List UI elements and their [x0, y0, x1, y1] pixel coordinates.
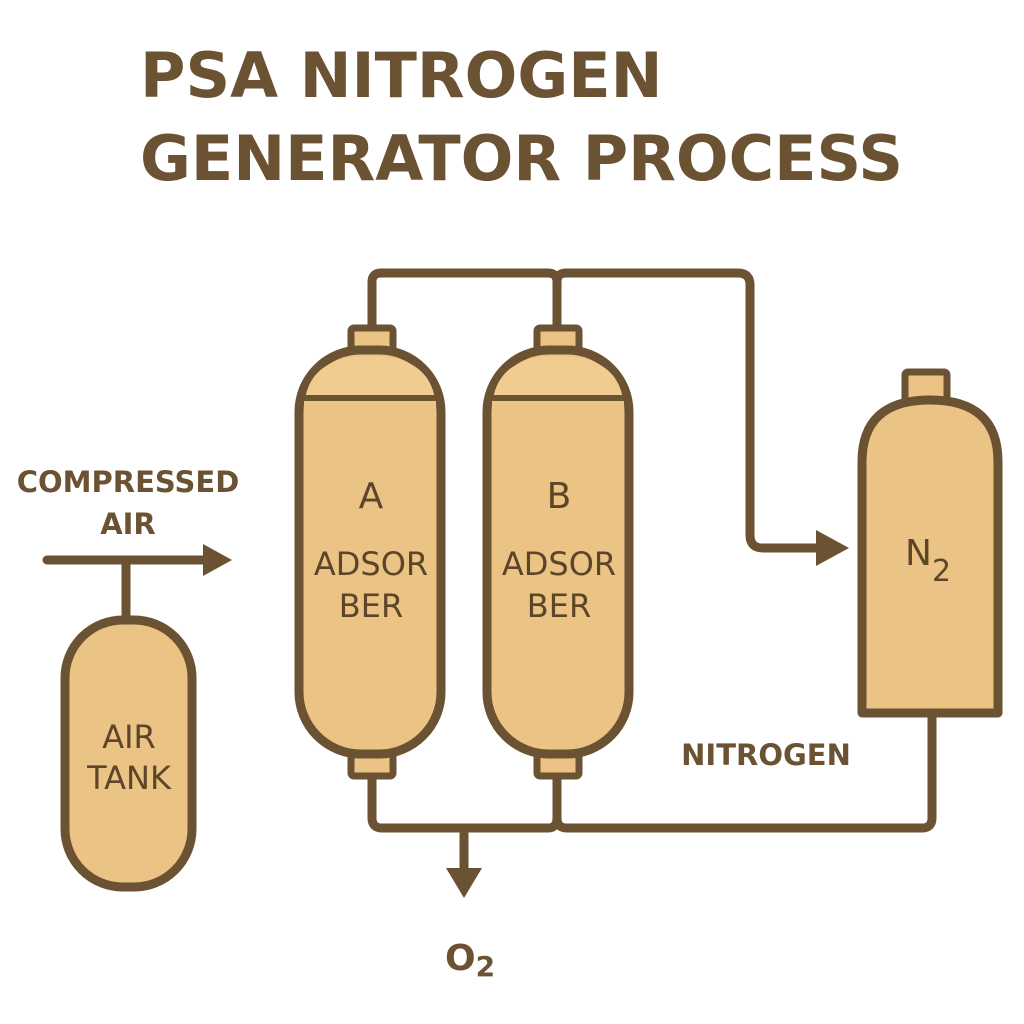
adsorber-a-dome — [304, 356, 436, 412]
compressed-air-label-line-2: AIR — [100, 507, 156, 541]
bottom-header-pipe — [367, 770, 562, 833]
oxygen-outlet-label: O2 — [445, 938, 495, 983]
air-tank-label-line-2: TANK — [86, 759, 172, 797]
adsorber-a: A ADSOR BER — [294, 324, 446, 780]
piping — [42, 268, 937, 875]
adsorber-b: B ADSOR BER — [482, 324, 634, 780]
compressed-air-label-line-1: COMPRESSED — [17, 465, 240, 499]
oxygen-outlet-arrow-icon — [446, 868, 482, 898]
nitrogen-tank-body — [857, 395, 1003, 718]
adsorber-a-body — [294, 345, 446, 759]
nitrogen-tank: N2 — [857, 368, 1003, 718]
adsorber-b-letter: B — [547, 476, 572, 517]
oxygen-subscript: 2 — [476, 950, 495, 983]
adsorber-b-label-line-1: ADSOR — [502, 545, 616, 583]
air-tank: AIR TANK — [60, 615, 197, 892]
top-header-pipe-to-n2 — [552, 268, 820, 553]
diagram-title-line-2: GENERATOR PROCESS — [140, 122, 903, 195]
nitrogen-inlet-arrow-icon — [816, 530, 849, 566]
nitrogen-tank-symbol: N — [905, 533, 932, 574]
adsorber-a-letter: A — [359, 476, 384, 517]
compressed-air-arrow-icon — [203, 544, 232, 576]
adsorber-a-label-line-2: BER — [339, 587, 403, 625]
oxygen-symbol: O — [445, 938, 476, 979]
adsorber-b-dome — [492, 356, 624, 412]
diagram-title-line-1: PSA NITROGEN — [140, 39, 663, 112]
top-header-pipe-a — [367, 268, 562, 335]
adsorber-b-label-line-2: BER — [527, 587, 591, 625]
adsorber-a-label-line-1: ADSOR — [314, 545, 428, 583]
nitrogen-return-pipe — [552, 708, 937, 833]
air-tank-label-line-1: AIR — [102, 718, 156, 756]
nitrogen-tank-label: N2 — [905, 533, 951, 589]
adsorber-b-body — [482, 345, 634, 759]
nitrogen-label: NITROGEN — [681, 738, 851, 772]
nitrogen-tank-subscript: 2 — [932, 554, 951, 589]
